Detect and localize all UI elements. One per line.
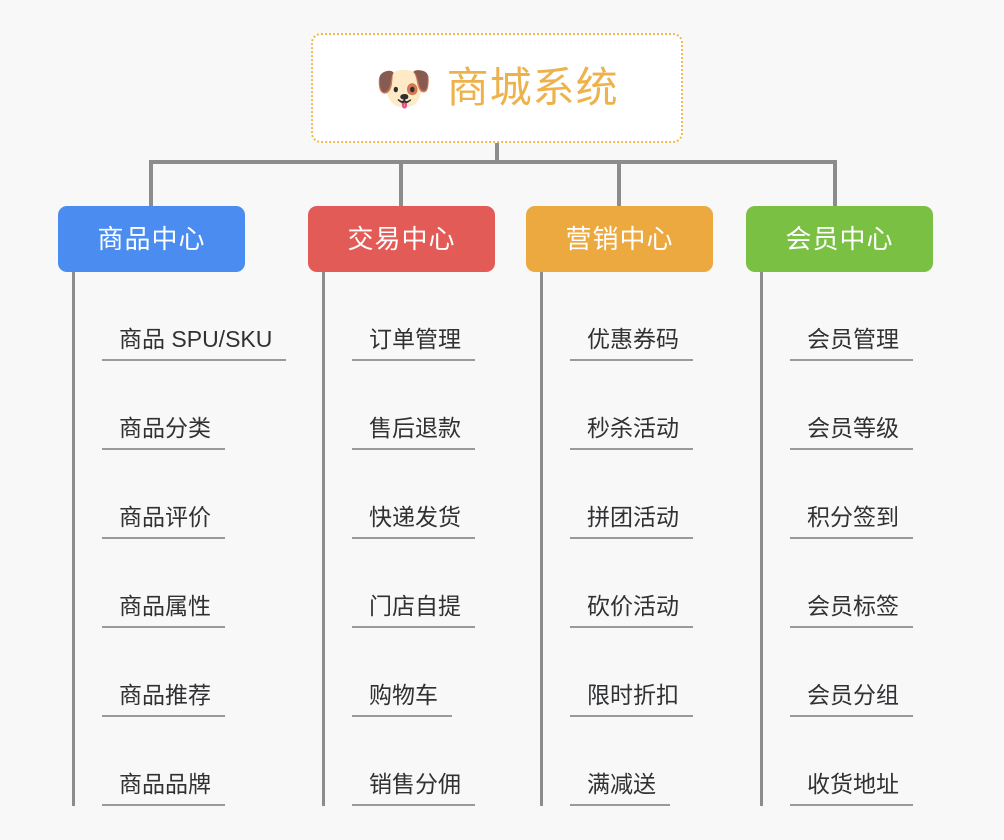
list-item-label: 售后退款 bbox=[352, 415, 475, 450]
list-item-label: 会员标签 bbox=[790, 593, 913, 628]
list-item[interactable]: 商品推荐 bbox=[75, 628, 245, 717]
connector-drop-3 bbox=[617, 160, 621, 206]
connector-drop-1 bbox=[149, 160, 153, 206]
connector-drop-4 bbox=[833, 160, 837, 206]
list-item[interactable]: 秒杀活动 bbox=[543, 361, 713, 450]
list-item[interactable]: 门店自提 bbox=[325, 539, 495, 628]
list-item-label: 会员管理 bbox=[790, 326, 913, 361]
list-item[interactable]: 订单管理 bbox=[325, 272, 495, 361]
list-item[interactable]: 限时折扣 bbox=[543, 628, 713, 717]
list-item[interactable]: 满减送 bbox=[543, 717, 713, 806]
list-item[interactable]: 商品 SPU/SKU bbox=[75, 272, 287, 361]
branch-header-label: 营销中心 bbox=[565, 224, 674, 254]
list-item-label: 会员分组 bbox=[790, 682, 913, 717]
connector-trunk bbox=[495, 143, 499, 164]
root-node[interactable]: 🐶 商城系统 bbox=[311, 33, 683, 143]
list-item-label: 拼团活动 bbox=[570, 504, 693, 539]
list-item-label: 收货地址 bbox=[790, 771, 913, 806]
list-item[interactable]: 会员管理 bbox=[763, 272, 933, 361]
list-item[interactable]: 砍价活动 bbox=[543, 539, 713, 628]
list-item[interactable]: 拼团活动 bbox=[543, 450, 713, 539]
list-item[interactable]: 收货地址 bbox=[763, 717, 933, 806]
list-item[interactable]: 会员标签 bbox=[763, 539, 933, 628]
connector-drop-2 bbox=[399, 160, 403, 206]
branch-column-product: 商品中心 商品 SPU/SKU 商品分类 商品评价 商品属性 商品推荐 商品品牌 bbox=[58, 206, 287, 806]
list-item-label: 商品推荐 bbox=[102, 682, 225, 717]
list-item-label: 门店自提 bbox=[352, 593, 475, 628]
branch-column-marketing: 营销中心 优惠券码 秒杀活动 拼团活动 砍价活动 限时折扣 满减送 bbox=[526, 206, 713, 806]
branch-header-label: 交易中心 bbox=[347, 224, 456, 254]
branch-header-label: 会员中心 bbox=[785, 224, 894, 254]
list-item-label: 商品分类 bbox=[102, 415, 225, 450]
branch-header-label: 商品中心 bbox=[97, 224, 206, 254]
list-item[interactable]: 购物车 bbox=[325, 628, 495, 717]
list-item[interactable]: 商品品牌 bbox=[75, 717, 245, 806]
branch-header-marketing[interactable]: 营销中心 bbox=[526, 206, 713, 272]
list-item[interactable]: 商品评价 bbox=[75, 450, 245, 539]
list-item[interactable]: 会员分组 bbox=[763, 628, 933, 717]
branch-items-member: 会员管理 会员等级 积分签到 会员标签 会员分组 收货地址 bbox=[760, 272, 933, 806]
connector-bus bbox=[149, 160, 833, 164]
list-item-label: 优惠券码 bbox=[570, 326, 693, 361]
branch-items-trade: 订单管理 售后退款 快递发货 门店自提 购物车 销售分佣 bbox=[322, 272, 495, 806]
list-item-label: 订单管理 bbox=[352, 326, 475, 361]
branch-column-member: 会员中心 会员管理 会员等级 积分签到 会员标签 会员分组 收货地址 bbox=[746, 206, 933, 806]
branch-header-product[interactable]: 商品中心 bbox=[58, 206, 245, 272]
list-item[interactable]: 售后退款 bbox=[325, 361, 495, 450]
list-item[interactable]: 会员等级 bbox=[763, 361, 933, 450]
list-item[interactable]: 快递发货 bbox=[325, 450, 495, 539]
list-item[interactable]: 优惠券码 bbox=[543, 272, 713, 361]
list-item-label: 商品属性 bbox=[102, 593, 225, 628]
list-item-label: 会员等级 bbox=[790, 415, 913, 450]
list-item-label: 商品评价 bbox=[102, 504, 225, 539]
list-item-label: 快递发货 bbox=[352, 504, 475, 539]
list-item-label: 商品 SPU/SKU bbox=[102, 326, 287, 361]
dog-face-icon: 🐶 bbox=[375, 62, 433, 114]
list-item-label: 商品品牌 bbox=[102, 771, 225, 806]
branch-column-trade: 交易中心 订单管理 售后退款 快递发货 门店自提 购物车 销售分佣 bbox=[308, 206, 495, 806]
list-item-label: 秒杀活动 bbox=[570, 415, 693, 450]
branch-header-trade[interactable]: 交易中心 bbox=[308, 206, 495, 272]
list-item[interactable]: 销售分佣 bbox=[325, 717, 495, 806]
list-item-label: 砍价活动 bbox=[570, 593, 693, 628]
list-item[interactable]: 积分签到 bbox=[763, 450, 933, 539]
branch-items-marketing: 优惠券码 秒杀活动 拼团活动 砍价活动 限时折扣 满减送 bbox=[540, 272, 713, 806]
list-item-label: 购物车 bbox=[352, 682, 452, 717]
branch-header-member[interactable]: 会员中心 bbox=[746, 206, 933, 272]
list-item-label: 限时折扣 bbox=[570, 682, 693, 717]
list-item[interactable]: 商品分类 bbox=[75, 361, 245, 450]
list-item-label: 销售分佣 bbox=[352, 771, 475, 806]
list-item[interactable]: 商品属性 bbox=[75, 539, 245, 628]
root-title: 商城系统 bbox=[446, 64, 619, 111]
list-item-label: 积分签到 bbox=[790, 504, 913, 539]
branch-items-product: 商品 SPU/SKU 商品分类 商品评价 商品属性 商品推荐 商品品牌 bbox=[72, 272, 287, 806]
list-item-label: 满减送 bbox=[570, 771, 670, 806]
